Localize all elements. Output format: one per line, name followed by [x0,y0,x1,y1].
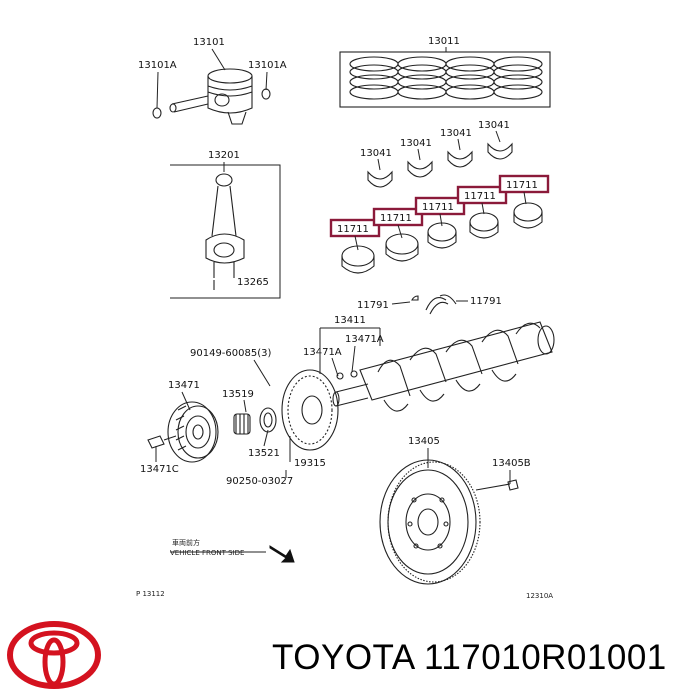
label-13519: 13519 [222,389,254,400]
front-arrow-icon [269,545,295,563]
piston-ring-set: 13011 [339,36,551,108]
label-90250: 90250-03027 [226,476,293,487]
label-13101a-left: 13101A [138,60,177,71]
label-11711-1: 11711 [337,224,369,235]
main-bearing-group: 11711 11711 11711 11711 11711 [329,174,550,274]
label-13101a-right: 13101A [248,60,287,71]
front-label-jp: 車両前方 [172,538,200,547]
parts-diagram: 13101 13101A 13101A 13011 13201 [136,36,555,600]
crank-bearing-upper-group: 13041 13041 13041 13041 [360,120,513,188]
label-11711-3: 11711 [422,202,454,213]
toyota-logo-icon [7,621,101,689]
label-13471c: 13471C [140,464,179,475]
label-13265: 13265 [237,277,269,288]
label-13411: 13411 [334,315,366,326]
flywheel-group: 13405 13405B [379,436,531,585]
label-11791-right: 11791 [470,296,502,307]
label-13521: 13521 [248,448,280,459]
front-label-en: VEHICLE FRONT SIDE [170,549,244,557]
label-13471: 13471 [168,380,200,391]
crankshaft-group: 13411 13471A 13471A [303,315,555,412]
label-13101: 13101 [193,37,225,48]
label-19315: 19315 [294,458,326,469]
label-13201: 13201 [208,150,240,161]
thrust-washer-group: 11791 11791 [357,294,502,315]
front-parts-group: 90149-60085(3) 13471 13519 13521 19315 9… [140,348,339,487]
ref-code-left: P 13112 [136,590,165,598]
label-11791-left: 11791 [357,300,389,311]
label-13041-c: 13041 [440,128,472,139]
connecting-rod-group: 13201 13265 [170,150,281,299]
vehicle-front-indicator: 車両前方 VEHICLE FRONT SIDE [170,538,295,563]
label-13471a-a: 13471A [303,347,342,358]
ref-code-right: 12310A [526,592,553,600]
label-13471a-b: 13471A [345,334,384,345]
label-11711-5: 11711 [506,180,538,191]
label-11711-2: 11711 [380,213,412,224]
label-13405b: 13405B [492,458,531,469]
footer-part-title: TOYOTA 117010R01001 [272,638,667,677]
label-13041-a: 13041 [360,148,392,159]
label-13011: 13011 [428,36,460,47]
label-13405: 13405 [408,436,440,447]
label-13041-b: 13041 [400,138,432,149]
label-11711-4: 11711 [464,191,496,202]
label-13041-d: 13041 [478,120,510,131]
label-90149: 90149-60085(3) [190,348,271,359]
piston-group: 13101 13101A 13101A [138,37,287,125]
